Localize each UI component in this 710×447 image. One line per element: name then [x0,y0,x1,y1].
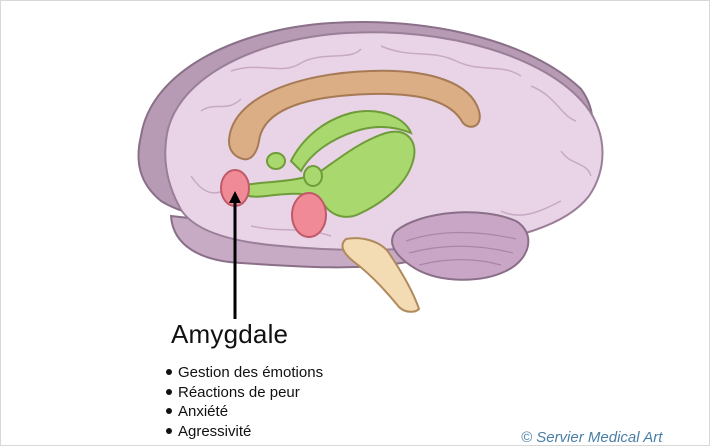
function-label: Réactions de peur [178,384,300,401]
function-label: Agressivité [178,423,251,440]
function-item: Gestion des émotions [163,363,323,383]
function-item: Anxiété [163,402,323,422]
hippocampus-head [292,193,326,237]
structure-title: Amygdale [171,319,288,350]
function-label: Gestion des émotions [178,364,323,381]
function-label: Anxiété [178,403,228,420]
bullet-icon [166,408,172,414]
bullet-icon [166,428,172,434]
bullet-icon [166,389,172,395]
function-item: Réactions de peur [163,383,323,403]
image-credit: © Servier Medical Art [521,429,662,446]
function-item: Agressivité [163,422,323,442]
function-list: Gestion des émotions Réactions de peur A… [163,363,323,441]
bullet-icon [166,369,172,375]
